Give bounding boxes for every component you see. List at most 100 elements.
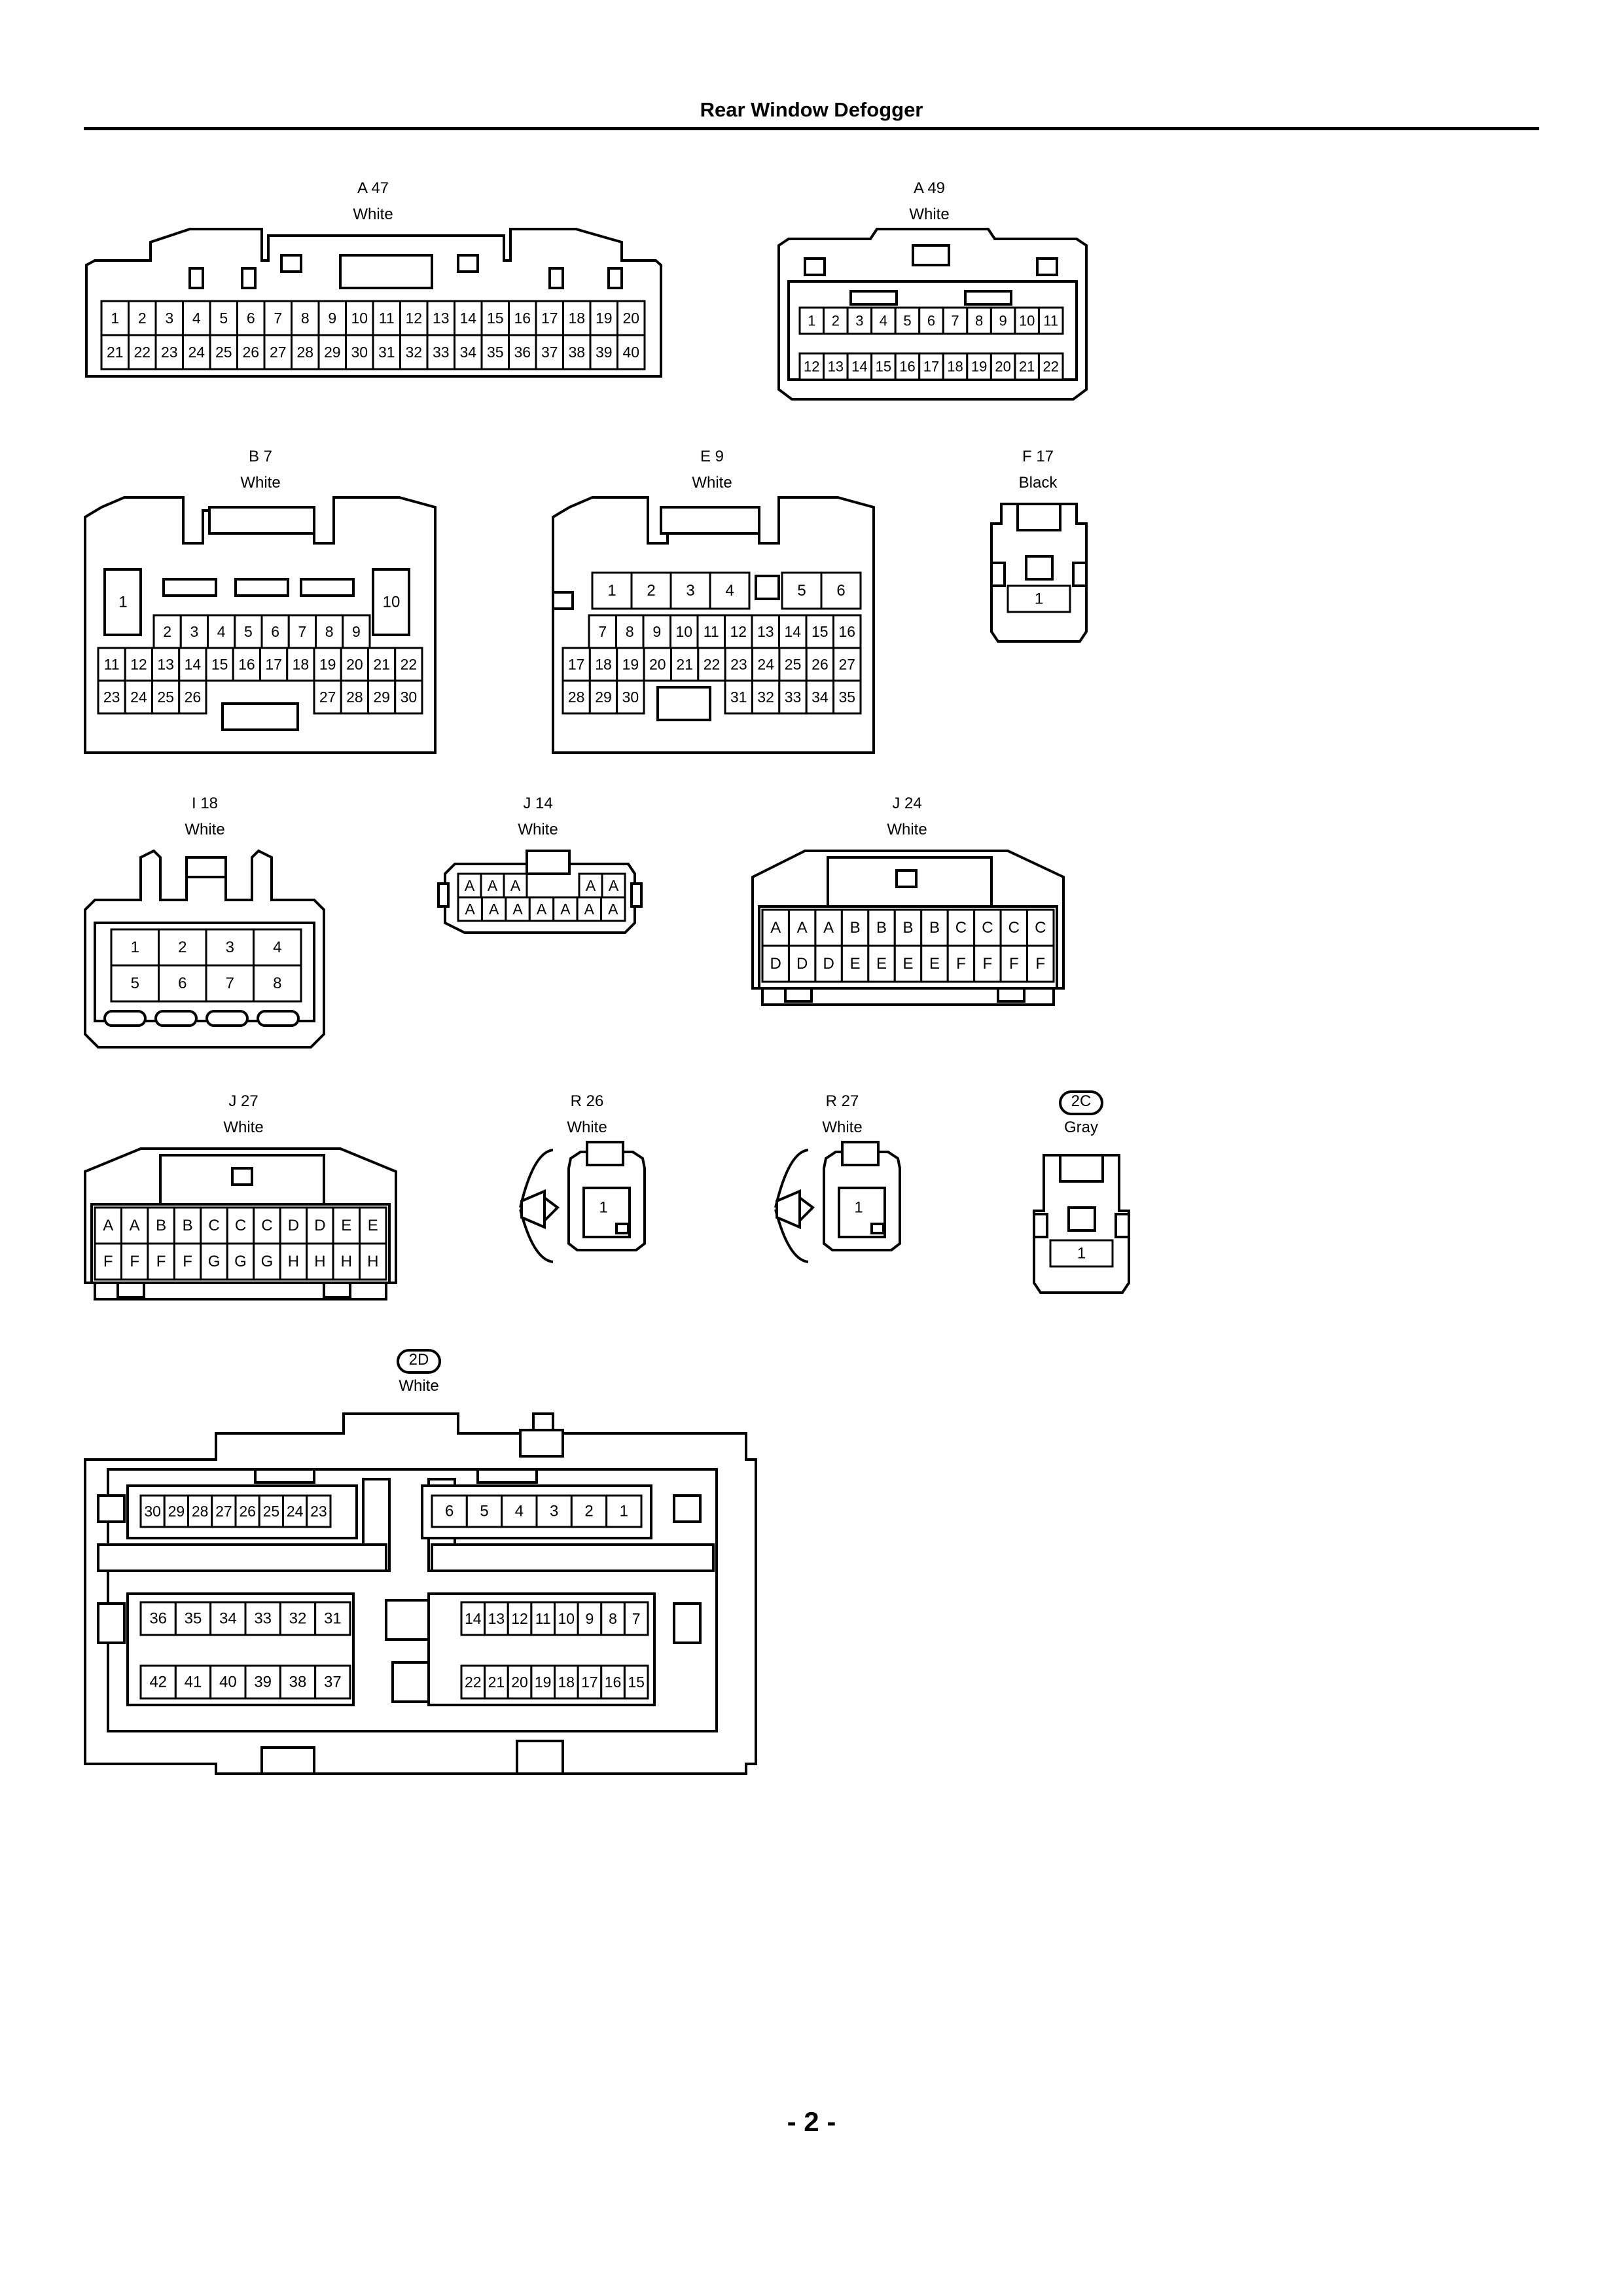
pin-cell — [1026, 944, 1055, 983]
latch — [208, 506, 315, 535]
connector-id: 2D — [409, 1351, 429, 1369]
pin-cell — [669, 647, 700, 682]
pin-number: 9 — [586, 1610, 594, 1627]
pin-number: A — [797, 919, 808, 937]
pin-number: 21 — [373, 656, 390, 673]
latch — [660, 506, 760, 535]
pin-cell — [179, 614, 209, 649]
pin-number: 35 — [487, 344, 504, 361]
pin-number: G — [208, 1253, 221, 1270]
pin-number: 4 — [273, 939, 281, 956]
latch — [1059, 1154, 1104, 1183]
pin-number: 16 — [838, 623, 855, 640]
pin-number: 13 — [433, 310, 450, 327]
pin-number: E — [929, 955, 940, 973]
pin-number: 13 — [828, 359, 844, 375]
pin-number: D — [314, 1217, 325, 1234]
pin-number: 8 — [301, 310, 310, 327]
pin-number: 2 — [163, 623, 171, 640]
pin-cell — [359, 1206, 387, 1245]
pin-cell — [426, 334, 455, 370]
pin-number: 18 — [558, 1674, 575, 1691]
housing-part — [221, 702, 299, 731]
pin-cell — [630, 571, 672, 610]
pin-cell — [1037, 306, 1064, 335]
housing-part — [1067, 1206, 1096, 1232]
pin-number: D — [770, 955, 781, 973]
pin-cell — [894, 306, 921, 335]
pin-number: 24 — [287, 1503, 304, 1520]
pin-number: A — [489, 901, 499, 918]
pin-cell — [616, 679, 645, 715]
pin-cell — [426, 300, 455, 336]
pin-number: 14 — [459, 310, 476, 327]
pin-cell — [253, 964, 302, 1003]
pin-number: 10 — [558, 1610, 575, 1627]
pin-cell — [508, 334, 537, 370]
pin-cell — [535, 300, 564, 336]
pin-number: 10 — [675, 623, 692, 640]
pin-number: 16 — [899, 359, 915, 375]
pin-cell — [454, 300, 483, 336]
pin-number: 15 — [812, 623, 829, 640]
connector-id: B 7 — [249, 448, 272, 465]
pin-number: 34 — [459, 344, 476, 361]
housing-part — [97, 1602, 126, 1644]
pin-number: 26 — [812, 656, 829, 673]
latch — [526, 850, 571, 875]
pin-number: C — [1035, 919, 1046, 937]
connector-color: Gray — [1064, 1119, 1098, 1136]
latch — [1016, 503, 1061, 531]
housing-part — [254, 1468, 315, 1484]
pin-cell — [263, 334, 293, 370]
pin-number: C — [1008, 919, 1020, 937]
pin-number: 30 — [351, 344, 368, 361]
housing-part — [372, 568, 410, 636]
pin-number: E — [850, 955, 861, 973]
pin-number: 26 — [185, 689, 202, 706]
pin-number: 18 — [293, 656, 310, 673]
pin-cell — [600, 896, 626, 922]
pin-number: A — [608, 901, 618, 918]
pin-number: 27 — [215, 1503, 232, 1520]
pin-cell — [1049, 1239, 1114, 1268]
pin-number: 10 — [351, 310, 368, 327]
housing-part — [300, 578, 355, 597]
housing-part — [615, 1223, 630, 1234]
pin-cell — [832, 614, 862, 649]
pin-number: 23 — [310, 1503, 327, 1520]
pin-number: 9 — [652, 623, 661, 640]
pin-number: 15 — [211, 656, 228, 673]
title-rule — [84, 127, 1539, 130]
pin-cell — [697, 647, 726, 682]
connector-id: 2C — [1071, 1092, 1092, 1110]
pin-number: 29 — [595, 689, 612, 706]
pin-number: 30 — [622, 689, 639, 706]
pin-number: 24 — [757, 656, 774, 673]
pin-cell — [480, 334, 510, 370]
pin-cell — [918, 306, 944, 335]
pin-number: 17 — [568, 656, 585, 673]
pin-cell — [696, 614, 726, 649]
pin-number: 14 — [851, 359, 867, 375]
pin-number: 38 — [568, 344, 585, 361]
pin-number: 11 — [535, 1610, 551, 1627]
pin-number: D — [796, 955, 808, 973]
latch — [586, 1141, 624, 1166]
pin-cell — [291, 334, 320, 370]
pin-number: 9 — [328, 310, 336, 327]
housing-part — [784, 987, 813, 1003]
pin-cell — [751, 679, 781, 715]
housing-part — [552, 591, 574, 610]
pin-cell — [894, 352, 921, 381]
pin-number: A — [609, 877, 619, 894]
pin-cell — [552, 896, 579, 922]
pin-number: 10 — [383, 594, 401, 611]
pin-number: 29 — [324, 344, 341, 361]
housing-part — [241, 267, 257, 289]
pin-number: 20 — [511, 1674, 528, 1691]
pin-cell — [94, 1242, 122, 1281]
pin-number: 25 — [215, 344, 232, 361]
housing-part — [97, 1543, 387, 1572]
